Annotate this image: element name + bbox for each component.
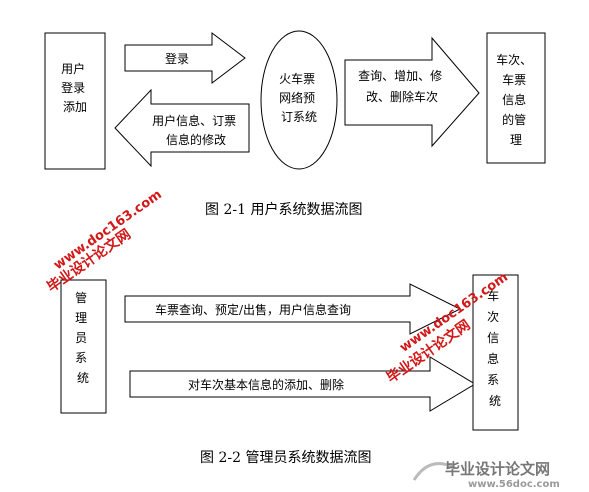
footer-url: www.56doc.com — [468, 479, 560, 490]
train-info-box — [486, 32, 546, 164]
ticket-system-ellipse — [260, 30, 338, 170]
login-arrow — [124, 31, 246, 85]
query-arrow — [344, 36, 480, 148]
login-arrow-label: 登录 — [165, 51, 189, 66]
footer-swoosh-icon — [412, 462, 456, 481]
ticket-query-arrow — [124, 283, 462, 335]
figure2-caption: 图 2-2 管理员系统数据流图 — [200, 450, 371, 466]
footer-logo: 毕业设计论文网 www.56doc.com — [412, 460, 560, 490]
train-system-box-label: 车 次 信 息 系 统 — [487, 288, 503, 408]
footer-logo-text: 毕业设计论文网 — [445, 460, 550, 478]
watermark-left: 毕业设计论文网 www.doc163.com — [44, 187, 165, 296]
user-info-arrow — [114, 88, 250, 168]
train-manage-arrow — [129, 356, 476, 412]
watermark-left-url: www.doc163.com — [51, 187, 165, 273]
train-info-box-label: 车次、 车票 信息 的管 理 — [496, 52, 536, 147]
user-box — [44, 32, 106, 170]
train-system-box — [472, 274, 519, 431]
ticket-system-label: 火车票 网络预 订系统 — [279, 71, 319, 124]
figure1-caption: 图 2-1 用户系统数据流图 — [205, 201, 362, 218]
query-arrow-label: 查询、增加、修 改、删除车次 — [358, 68, 446, 104]
train-manage-arrow-label: 对车次基本信息的添加、删除 — [188, 377, 344, 392]
user-box-label: 用户 登录 添加 — [61, 61, 89, 114]
user-info-arrow-label: 用户信息、订票 信息的修改 — [152, 113, 240, 147]
admin-box — [60, 279, 107, 414]
admin-box-label: 管 理 员 系 统 — [75, 290, 91, 385]
ticket-query-arrow-label: 车票查询、预定/出售，用户信息查询 — [155, 302, 351, 317]
